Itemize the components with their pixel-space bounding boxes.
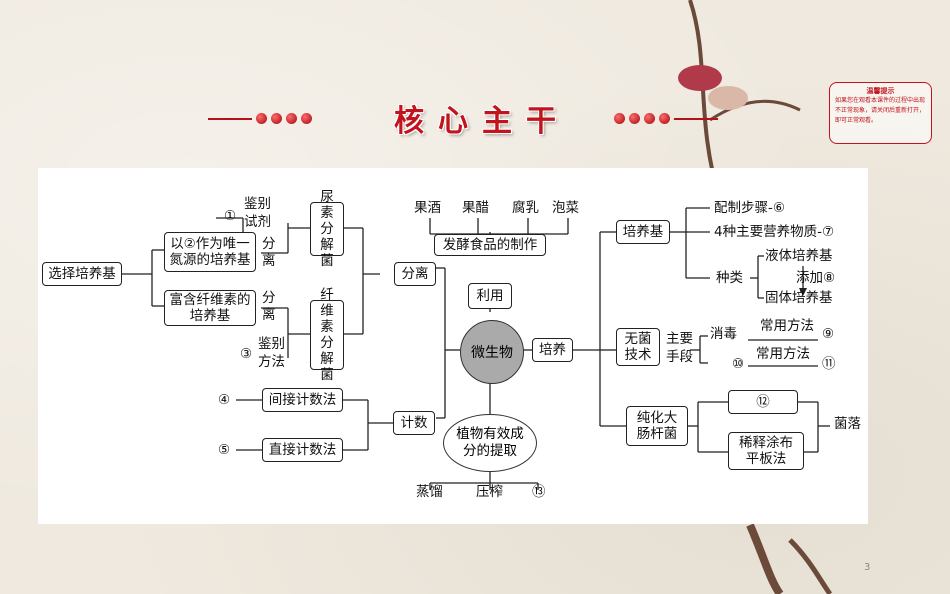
add-8: 添加⑧ xyxy=(796,270,836,286)
microbe-center-node: 微生物 xyxy=(460,320,524,384)
page-title: 核心主干 xyxy=(394,104,570,139)
blank-11: ⑪ xyxy=(822,356,836,372)
nitrogen-medium-node: 以②作为唯一氮源的培养基 xyxy=(164,232,256,272)
cellulose-bacteria-node: 纤维素分解菌 xyxy=(310,287,344,383)
page-number: 3 xyxy=(864,562,871,573)
connector-lines xyxy=(122,207,830,490)
flower-icon xyxy=(678,65,722,91)
nutrients: 4种主要营养物质-⑦ xyxy=(714,224,835,240)
food-item: 果酒 xyxy=(414,200,441,216)
sterile-tech-node: 无菌技术 xyxy=(616,328,660,366)
select-medium-node: 选择培养基 xyxy=(42,262,122,286)
blank-5: ⑤ xyxy=(218,442,231,458)
urea-bacteria-node: 尿素分解菌 xyxy=(310,189,344,269)
blank-4: ④ xyxy=(218,392,231,408)
culture-node: 培养 xyxy=(532,338,573,362)
purify-ecoli-node: 纯化大肠杆菌 xyxy=(626,406,688,446)
count-node: 计数 xyxy=(393,411,435,435)
label-identify: 鉴别 xyxy=(258,336,285,352)
direct-count-node: 直接计数法 xyxy=(262,438,343,462)
liquid-medium: 液体培养基 xyxy=(765,248,833,264)
label-method: 方法 xyxy=(258,354,285,370)
blank-10: ⑩ xyxy=(732,356,745,372)
blank-13: ⑬ xyxy=(532,484,546,500)
common-method-2: 常用方法 xyxy=(756,346,810,362)
use-node: 利用 xyxy=(468,283,512,309)
blank-9: ⑨ xyxy=(822,326,835,342)
food-item: 腐乳 xyxy=(512,200,539,216)
label-reagent: 试剂 xyxy=(244,214,271,230)
solid-medium: 固体培养基 xyxy=(765,290,833,306)
blank-3: ③ xyxy=(240,346,253,362)
concept-map: 果酒 果醋 腐乳 泡菜 发酵食品的制作 利用 微生物 分离 选择培养基 以②作为… xyxy=(38,168,868,524)
kinds-label: 种类 xyxy=(716,270,743,286)
extract-item: 蒸馏 xyxy=(416,484,443,500)
common-method-1: 常用方法 xyxy=(760,318,814,334)
label-separate: 分离 xyxy=(262,290,276,323)
food-item: 泡菜 xyxy=(552,200,579,216)
label-separate: 分离 xyxy=(262,236,276,269)
blank-1: ① xyxy=(224,208,237,224)
ferment-food-node: 发酵食品的制作 xyxy=(434,234,546,256)
prep-steps: 配制步骤-⑥ xyxy=(714,200,785,216)
disinfect-label: 消毒 xyxy=(710,326,737,342)
spread-plate-node: 稀释涂布平板法 xyxy=(728,432,804,470)
label-identify: 鉴别 xyxy=(244,196,271,212)
blank-12-node: ⑫ xyxy=(728,390,798,414)
main-means-label: 主要手段 xyxy=(666,331,693,365)
extract-node: 植物有效成分的提取 xyxy=(443,414,537,472)
colony-label: 菌落 xyxy=(834,416,861,432)
cellulose-medium-node: 富含纤维素的培养基 xyxy=(164,290,256,326)
extract-item: 压榨 xyxy=(476,484,503,500)
medium-node: 培养基 xyxy=(616,220,670,244)
separate-node: 分离 xyxy=(394,262,436,286)
food-item: 果醋 xyxy=(462,200,489,216)
indirect-count-node: 间接计数法 xyxy=(262,388,343,412)
tip-note: 温馨提示 如果您在观看本课件的过程中出现不正常现象，请关闭后重新打开，即可正常观… xyxy=(829,82,932,144)
